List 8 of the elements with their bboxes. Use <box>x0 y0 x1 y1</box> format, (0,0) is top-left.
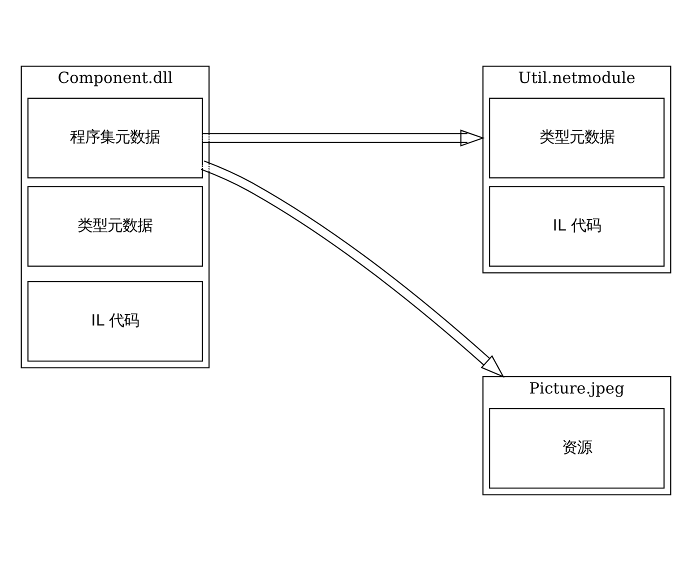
node-box: 类型元数据 <box>489 98 665 178</box>
arrow <box>200 160 504 378</box>
node-box: 资源 <box>489 408 665 489</box>
node-box: IL 代码 <box>27 281 203 362</box>
node-box: 程序集元数据 <box>27 98 203 178</box>
node-box: 类型元数据 <box>27 186 203 267</box>
arrow <box>202 130 485 147</box>
node-box: IL 代码 <box>489 186 665 267</box>
